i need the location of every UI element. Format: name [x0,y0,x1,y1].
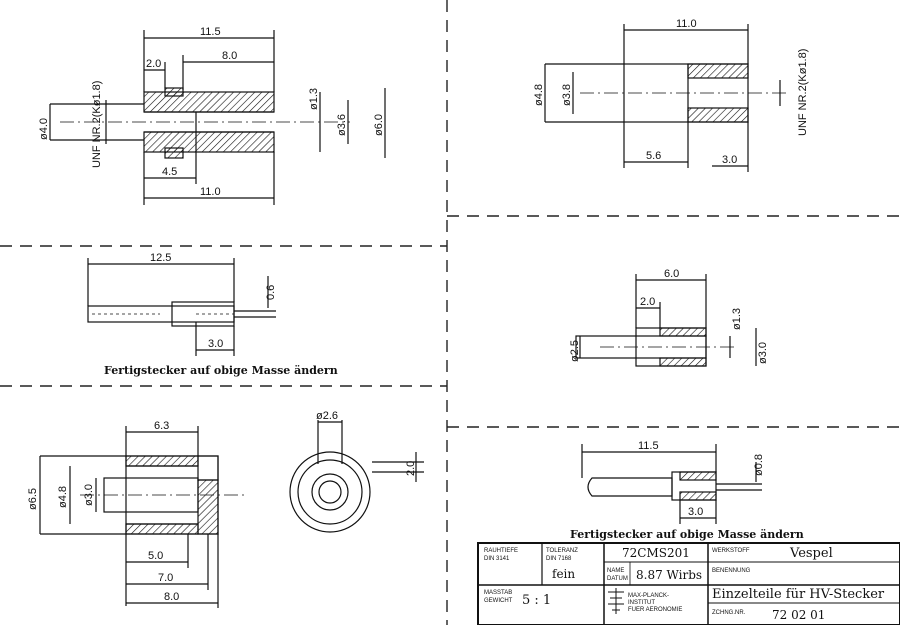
dim-label: 11.0 [676,18,697,30]
name-value: 8.87 Wirbs [636,568,702,582]
dim-label: 11.0 [200,186,221,198]
benennung-label: BENENNUNG [712,568,751,574]
massstab-label: MASSTAB [484,590,512,596]
dim-label: ø6.5 [27,488,39,510]
view-bottom-right-labels: 11.5 ø0.8 3.0 Fertigstecker auf obige Ma… [570,440,804,541]
dim-label: ø3.6 [336,114,348,136]
benennung-value: Einzelteile für HV-Stecker [712,587,885,602]
view-bottom-left [39,426,245,608]
zeichnr-value: 72 02 01 [772,608,825,622]
werkstoff-label: WERKSTOFF [712,548,750,554]
toleranz-label: TOLERANZ [546,548,578,554]
title-block [477,542,900,625]
dim-label: 2.0 [405,461,417,476]
dim-label: ø1.3 [731,308,743,330]
drawing-id: 72CMS201 [622,546,690,560]
dim-label: ø2.6 [316,410,338,422]
dim-label: ø1.3 [308,88,320,110]
thread-label: UNF NR.2(Kø1.8) [797,49,809,136]
gewicht-label: GEWICHT [484,598,513,604]
dim-label: ø0.8 [753,454,765,476]
dim-label: ø4.8 [57,486,69,508]
dim-label: 5.6 [646,150,661,162]
view-top-left [49,30,386,205]
institute-line1: MAX-PLANCK- [628,593,669,599]
toleranz-value: fein [552,567,575,581]
dim-label: ø6.0 [373,114,385,136]
dim-label: 3.0 [208,338,223,350]
toleranz-norm: DIN 7168 [546,556,572,562]
dim-label: ø3.0 [83,484,95,506]
view-top-right [544,24,790,172]
dim-label: ø4.0 [38,118,50,140]
view-bottom-circle [289,420,424,533]
werkstoff-value: Vespel [789,546,833,561]
thread-label: UNF NR.2(Kø1.8) [91,81,103,168]
dim-label: 2.0 [146,58,161,70]
view-top-right-labels: 11.0 5.6 3.0 ø4.8 ø3.8 UNF NR.2(Kø1.8) [533,18,809,166]
dim-label: 8.0 [164,591,179,603]
dim-label: 6.0 [664,268,679,280]
rauhtiefe-norm: DIN 3141 [484,556,510,562]
dim-label: 4.5 [162,166,177,178]
view-bottom-right [581,444,762,524]
name-label: NAME [607,568,624,574]
dim-label: ø2.5 [569,340,581,362]
dim-label: 0.6 [265,285,277,300]
dim-label: ø3.0 [757,342,769,364]
dim-label: ø4.8 [533,84,545,106]
dim-label: 11.5 [638,440,659,452]
dim-label: 8.0 [222,50,237,62]
view-bottom-circle-labels: ø2.6 2.0 [316,410,417,476]
institute-line3: FUER AERONOMIE [628,607,682,613]
dim-label: 12.5 [150,252,171,264]
view-mid-left-labels: 12.5 0.6 3.0 Fertigstecker auf obige Mas… [104,252,338,377]
view-mid-right [575,274,757,367]
dim-label: 3.0 [688,506,703,518]
view-mid-left [87,258,276,356]
scale-value: 5 : 1 [522,593,551,608]
view-top-left-labels: 11.5 8.0 2.0 4.5 11.0 ø1.3 ø3.6 ø6.0 ø4.… [38,26,385,198]
dim-label: 5.0 [148,550,163,562]
drawing-note: Fertigstecker auf obige Masse ändern [104,364,338,377]
datum-label: DATUM [607,576,628,582]
title-block-text: RAUHTIEFE DIN 3141 TOLERANZ DIN 7168 fei… [484,546,885,622]
dim-label: 3.0 [722,154,737,166]
zeichnr-label: ZCHNG.NR. [712,610,746,616]
view-bottom-left-labels: 6.3 ø6.5 ø4.8 ø3.0 5.0 7.0 8.0 [27,420,179,603]
rauhtiefe-label: RAUHTIEFE [484,548,518,554]
dim-label: 6.3 [154,420,169,432]
dim-label: ø3.8 [561,84,573,106]
institute-line2: INSTITUT [628,600,655,606]
dim-label: 7.0 [158,572,173,584]
dim-label: 11.5 [200,26,221,38]
drawing-note: Fertigstecker auf obige Masse ändern [570,528,804,541]
institute-logo-icon [608,588,624,614]
dim-label: 2.0 [640,296,655,308]
view-mid-right-labels: 6.0 2.0 ø1.3 ø2.5 ø3.0 [569,268,769,364]
